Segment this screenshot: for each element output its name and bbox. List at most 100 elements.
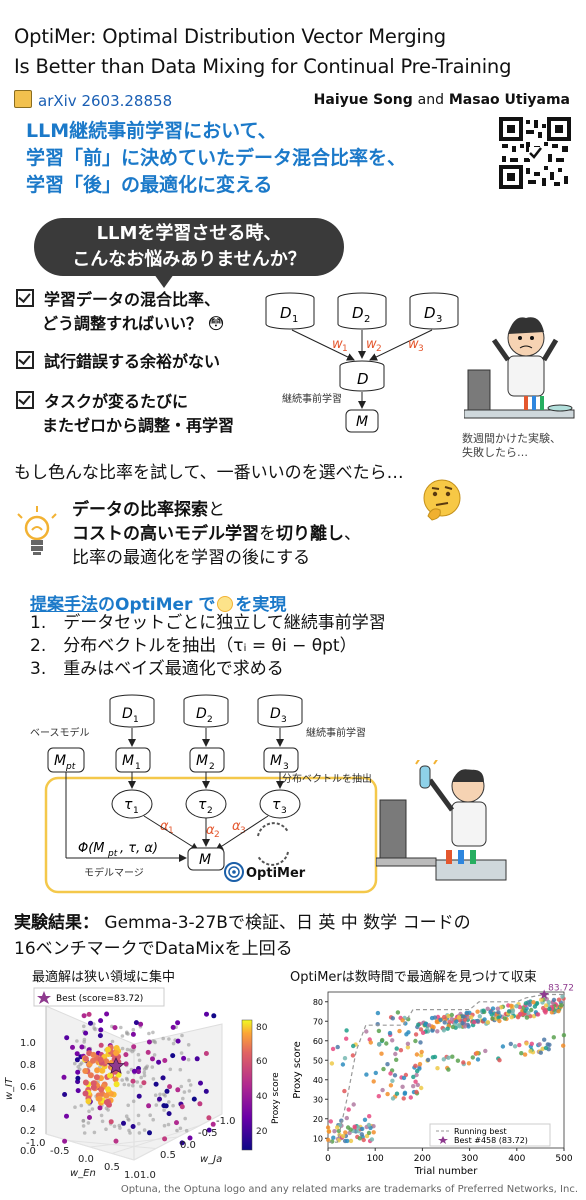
trial-point — [147, 1130, 152, 1136]
z-axis-label: w_IT — [4, 1077, 15, 1100]
trial-point — [350, 1053, 356, 1058]
trial-point — [171, 1103, 175, 1108]
trial-point — [62, 1092, 68, 1097]
trial-point — [456, 1023, 461, 1028]
trial-point — [150, 1056, 155, 1062]
paper-title: OptiMer: Optimal Distribution Vector Mer… — [14, 22, 574, 82]
trial-point — [449, 1012, 454, 1018]
trial-point — [419, 1085, 424, 1091]
trial-point — [88, 1020, 93, 1026]
z-tick: 0.6 — [20, 1082, 36, 1093]
trial-point — [390, 1078, 395, 1083]
trial-point — [529, 1041, 534, 1046]
refresh-icon — [257, 822, 289, 866]
trial-point — [100, 1119, 105, 1124]
trial-point — [145, 1064, 149, 1069]
qr-code-icon[interactable] — [498, 116, 572, 190]
trial-point — [332, 1129, 337, 1134]
authors: Haiyue Song and Masao Utiyama — [314, 92, 570, 108]
trial-point — [371, 1130, 376, 1135]
trial-point — [126, 1083, 131, 1087]
trial-point — [166, 1122, 171, 1127]
x-tick-label: 200 — [414, 1154, 431, 1164]
trial-point — [528, 1014, 533, 1019]
d3-sub: 3 — [436, 314, 442, 325]
trial-point — [496, 1015, 501, 1020]
trial-point — [551, 997, 557, 1003]
colorbar-tick: 60 — [256, 1057, 268, 1067]
trial-point — [328, 1119, 333, 1124]
m-label: M — [356, 414, 368, 430]
w1-sub: 1 — [342, 344, 348, 354]
author-2: Masao Utiyama — [448, 92, 570, 108]
trial-point — [441, 1057, 446, 1062]
trial-point — [470, 1055, 475, 1060]
trial-point — [490, 1006, 496, 1011]
colorbar-label: Proxy score — [271, 1072, 281, 1124]
checkbox-icon — [16, 391, 34, 409]
trial-point — [167, 1100, 171, 1104]
d1-sub: 1 — [292, 314, 298, 325]
trial-point — [181, 1096, 185, 1101]
y-tick-label: 40 — [313, 1076, 323, 1085]
y-tick-label: 30 — [313, 1095, 323, 1104]
trial-point — [547, 1006, 552, 1012]
trial-point — [411, 1074, 416, 1080]
trial-point — [376, 1094, 381, 1099]
trial-point — [130, 1049, 134, 1054]
trial-point — [99, 1113, 104, 1118]
x-tick-label: 300 — [461, 1154, 478, 1164]
trial-point — [197, 1101, 203, 1107]
trial-point — [496, 1010, 501, 1015]
trial-point — [136, 1069, 141, 1075]
proposed-head-3: を実現 — [235, 595, 287, 615]
w3-sub: 3 — [418, 344, 424, 354]
trial-point — [139, 1075, 143, 1080]
trial-point — [62, 1138, 68, 1144]
merge-label: モデルマージ — [84, 866, 144, 879]
trial-point — [97, 1033, 103, 1039]
merged-model-box — [187, 847, 225, 871]
trial-point — [326, 1129, 332, 1134]
trial-point — [418, 1053, 424, 1058]
trial-point — [147, 1031, 151, 1036]
trial-point — [454, 1019, 459, 1024]
trial-point — [400, 1018, 405, 1023]
author-1: Haiyue Song — [313, 92, 413, 108]
m3-label: M — [270, 753, 282, 769]
trial-point — [528, 1049, 533, 1054]
trial-point — [531, 1000, 536, 1005]
y-tick: 0.5 — [160, 1150, 176, 1161]
trial-point — [416, 1022, 421, 1027]
trial-point — [475, 1009, 480, 1014]
step-3: 3. 重みはベイズ最適化で求める — [30, 659, 284, 679]
trial-point — [139, 1084, 143, 1089]
trial-point — [485, 1020, 491, 1025]
trial-point — [138, 1021, 144, 1027]
trial-point — [90, 1080, 97, 1087]
arxiv-id[interactable]: arXiv 2603.28858 — [14, 90, 172, 110]
microscope-icon — [379, 799, 407, 861]
trial-point — [188, 1083, 193, 1087]
x-tick-label: 0 — [325, 1154, 331, 1164]
trial-point — [74, 1057, 80, 1063]
trial-point — [113, 1045, 120, 1051]
trial-point — [191, 1096, 197, 1102]
arrow — [215, 815, 269, 851]
x-tick: 0.0 — [78, 1154, 94, 1165]
trial-point — [427, 1023, 432, 1028]
trial-point — [75, 1075, 81, 1081]
trial-point — [542, 1008, 547, 1013]
trial-point — [161, 1103, 167, 1109]
a2-label: α — [206, 823, 215, 838]
trial-point — [61, 1074, 67, 1080]
trial-point — [418, 1040, 423, 1045]
trial-point — [112, 1124, 117, 1129]
scientist-caption-line-1: 数週間かけた実験、 — [462, 432, 561, 445]
mixed-dataset-cylinder — [339, 360, 385, 392]
left-plot-points — [61, 1011, 217, 1146]
trial-point — [146, 1039, 152, 1045]
right-plot-points — [325, 994, 567, 1144]
mpt-label: M — [54, 753, 66, 769]
